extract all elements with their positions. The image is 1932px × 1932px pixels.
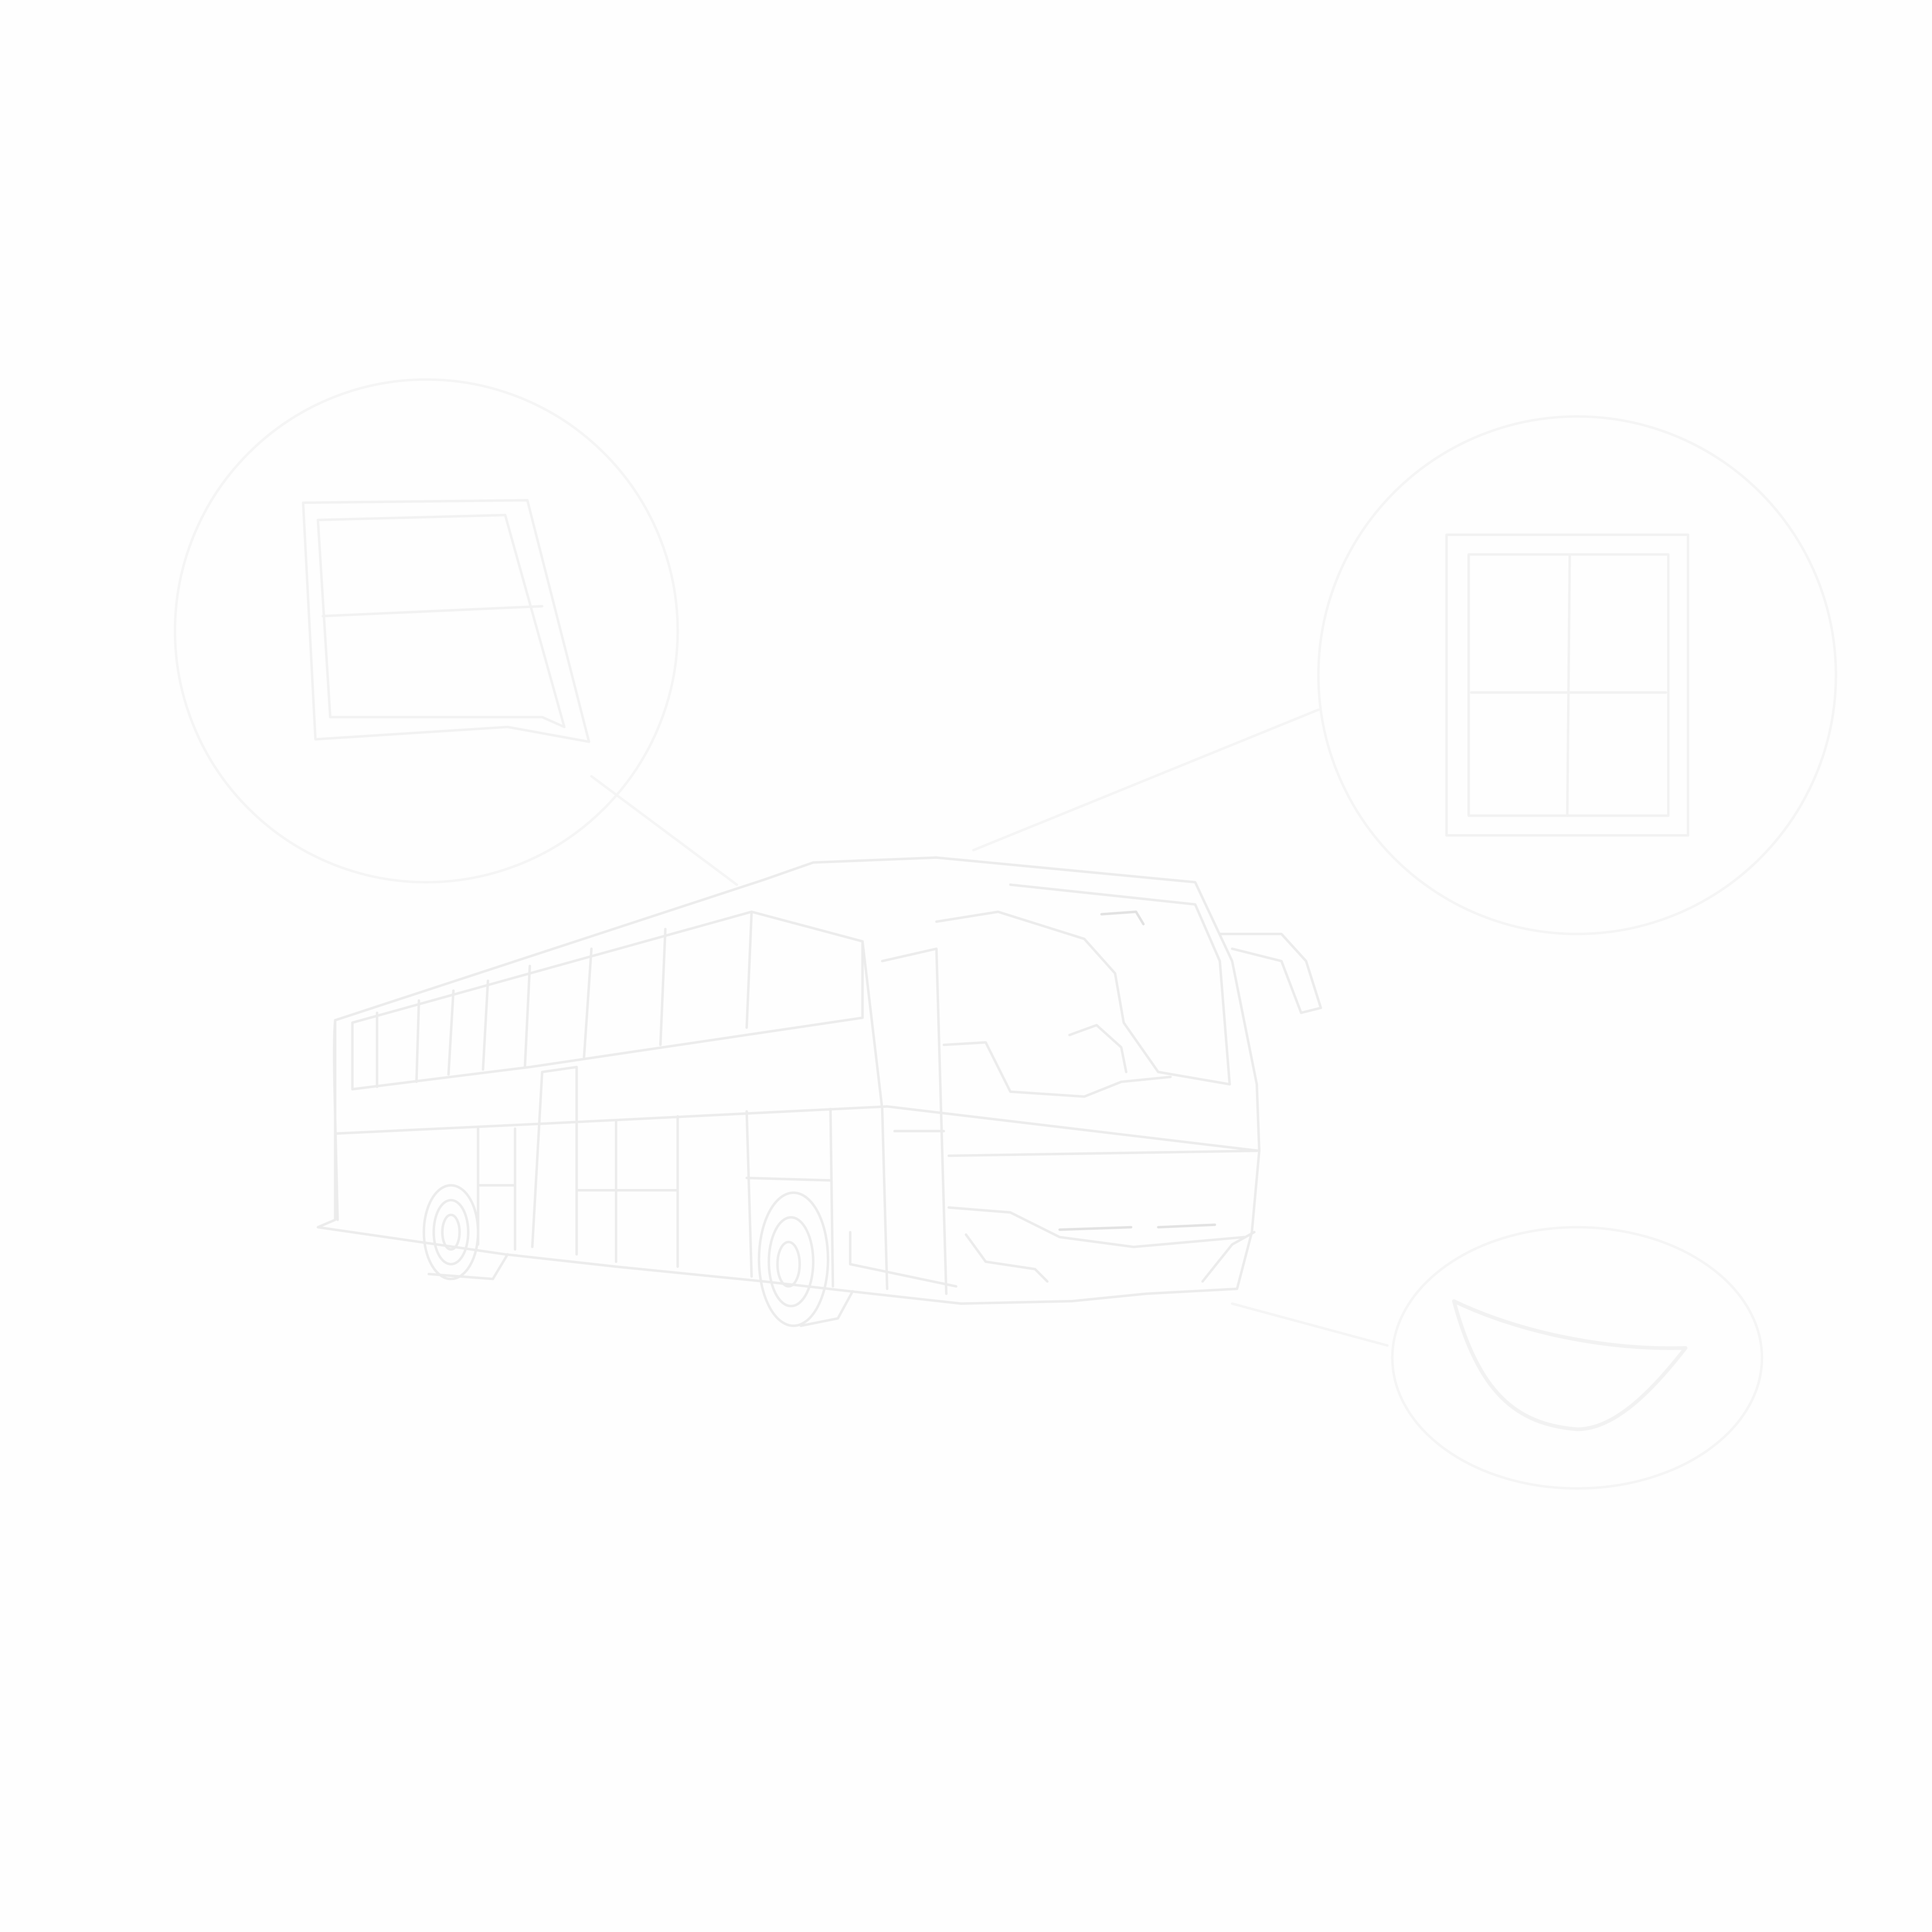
callout-side-window — [173, 378, 738, 886]
bus-illustration — [316, 856, 1322, 1327]
bus-body — [316, 856, 1261, 1305]
callout-windshield-window — [972, 415, 1837, 935]
callout-leader-line — [590, 775, 738, 886]
window-grid-icon — [1445, 533, 1689, 837]
bus-luggage-doors — [477, 1107, 834, 1288]
front-wheel-icon — [757, 1191, 854, 1327]
window-icon — [302, 499, 590, 743]
callout-leader-line — [1231, 1302, 1389, 1347]
bus-front-grille — [947, 1206, 1256, 1283]
bus-headlight-lines — [1058, 911, 1216, 1231]
bus-door — [861, 940, 948, 1295]
bus-side-windows — [351, 911, 864, 1091]
callout-circle — [1391, 1226, 1764, 1490]
rear-wheel-icon — [422, 1184, 509, 1280]
headlight-icon — [1452, 1299, 1688, 1431]
callout-circle — [173, 378, 679, 884]
callout-headlight — [1231, 1226, 1764, 1490]
callout-leader-line — [972, 708, 1320, 852]
bus-windshield — [935, 883, 1231, 1098]
bus-mirror — [1218, 933, 1322, 1014]
callout-circle — [1317, 415, 1837, 935]
